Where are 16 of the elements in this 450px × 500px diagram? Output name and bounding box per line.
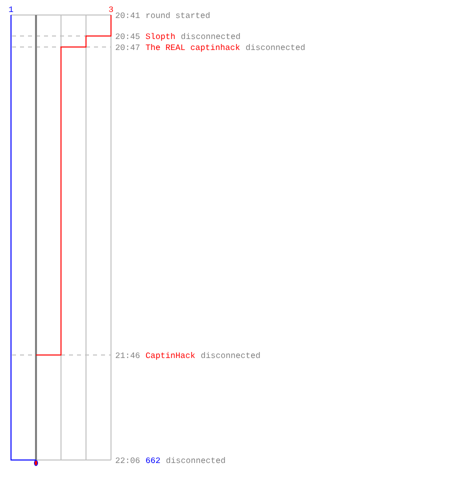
- event-time: 20:47: [116, 44, 140, 50]
- event-time: 20:41: [116, 12, 140, 18]
- team-number: 1: [9, 6, 14, 12]
- event-time: 21:46: [116, 352, 140, 358]
- event-time: 22:06: [116, 457, 140, 464]
- event-text: disconnected: [246, 44, 305, 50]
- event-time: 20:45: [116, 33, 140, 40]
- event-text: disconnected: [166, 457, 225, 464]
- event-text: disconnected: [201, 352, 260, 358]
- player-name: 662: [146, 457, 160, 464]
- player-name: The REAL captinhack: [146, 44, 240, 52]
- player-name: Slopth: [146, 33, 175, 41]
- team-number: 3: [109, 6, 113, 12]
- event-text: disconnected: [181, 33, 240, 40]
- player-name: CaptinHack: [146, 352, 195, 360]
- event-text: round started: [146, 12, 210, 18]
